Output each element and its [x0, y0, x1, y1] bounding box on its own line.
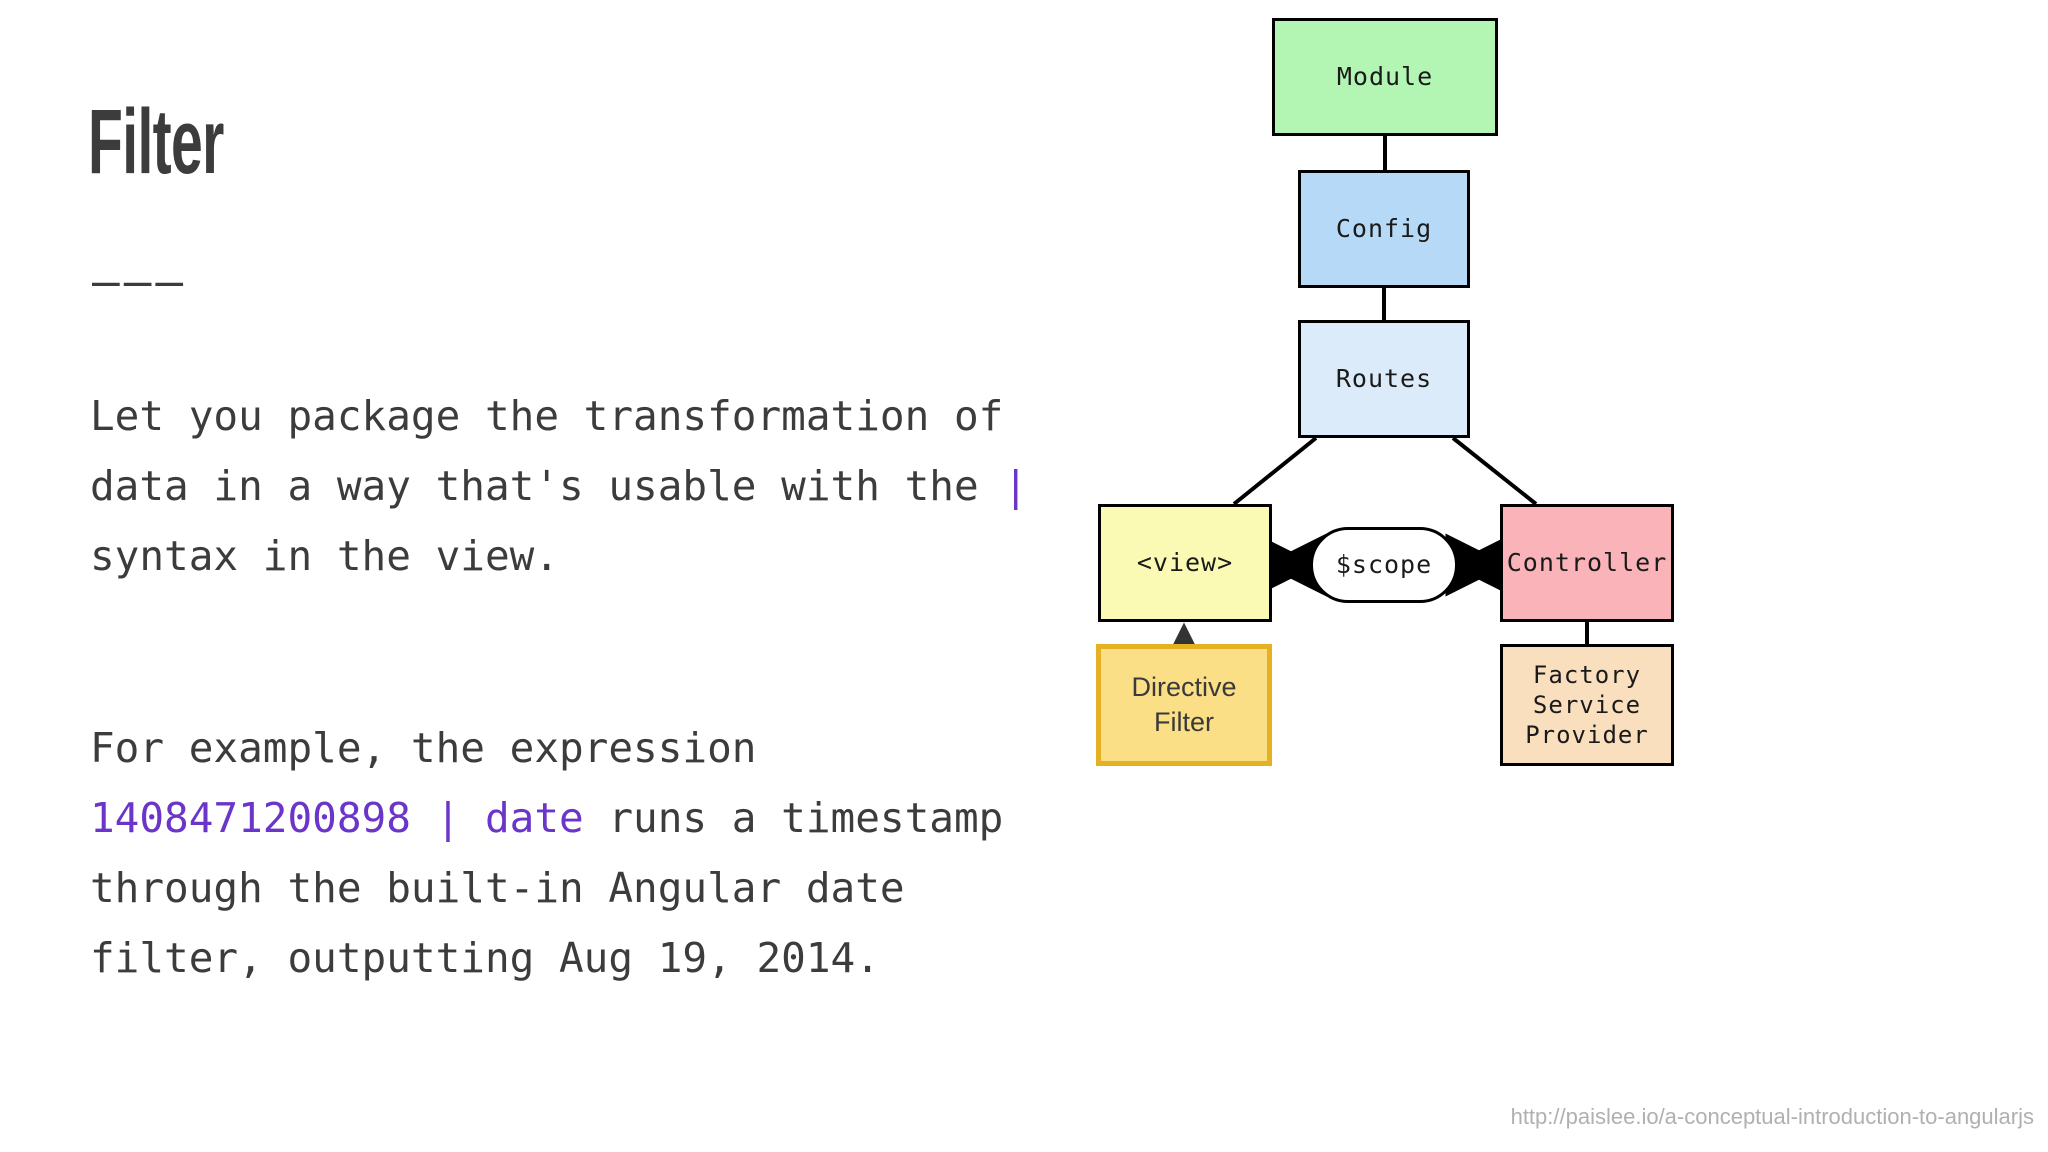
paragraph-1-text-a: Let you package the transformation of da… [90, 392, 1028, 510]
pipe-operator-accent: | [1003, 462, 1028, 510]
body-paragraph-1: Let you package the transformation of da… [90, 381, 1100, 591]
diagram-node-view[interactable]: <view> [1098, 504, 1272, 622]
diagram-node-config[interactable]: Config [1298, 170, 1470, 288]
diagram-node-factory-service-provider[interactable]: Factory Service Provider [1500, 644, 1674, 766]
page-title: Filter [88, 91, 224, 193]
source-url-caption: http://paislee.io/a-conceptual-introduct… [1510, 1104, 2034, 1129]
diagram-node-module[interactable]: Module [1272, 18, 1498, 136]
paragraph-2-text-b: runs a timestamp through the built-in An… [90, 794, 1029, 982]
edge-routes-view [1232, 436, 1318, 506]
diagram-node-routes[interactable]: Routes [1298, 320, 1470, 438]
code-expression-accent: 1408471200898 | date [90, 794, 584, 842]
angularjs-architecture-diagram: Module Config Routes <view> $scope Contr… [1096, 0, 2048, 1152]
body-paragraph-2: For example, the expression 140847120089… [90, 713, 1100, 993]
diagram-node-scope[interactable]: $scope [1310, 527, 1458, 603]
title-divider: ——— [92, 254, 188, 308]
edge-routes-controller [1451, 436, 1538, 506]
diagram-connectors [1172, 136, 1589, 647]
diagram-node-directive-filter[interactable]: Directive Filter [1096, 644, 1272, 766]
paragraph-1-text-b: syntax in the view. [90, 462, 1053, 580]
slide-content-column: Filter ——— Let you package the transform… [88, 91, 1100, 993]
diagram-node-controller[interactable]: Controller [1500, 504, 1674, 622]
paragraph-2-text-a: For example, the expression [90, 724, 782, 772]
